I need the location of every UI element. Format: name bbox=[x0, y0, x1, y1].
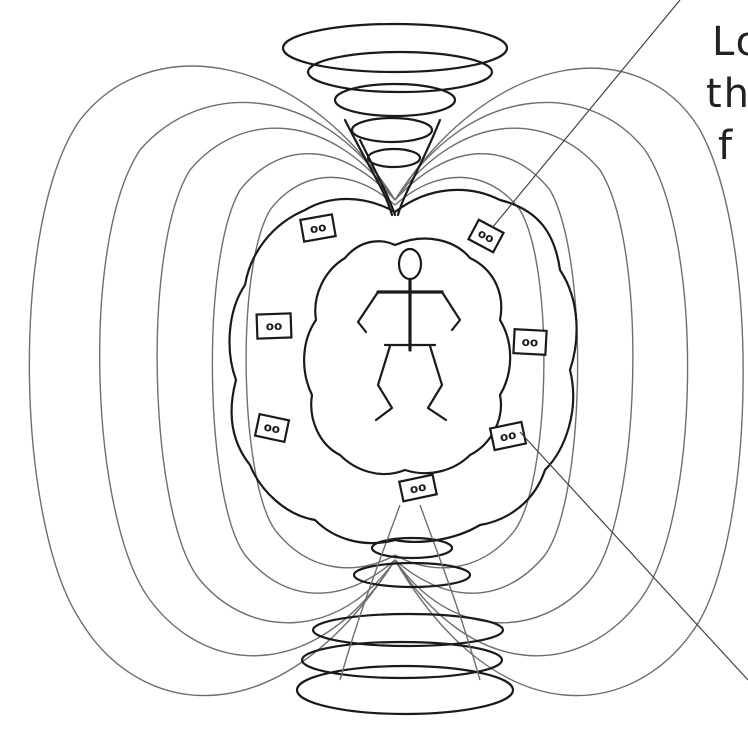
top-coil bbox=[283, 24, 507, 215]
annotation-line-3: f bbox=[718, 122, 734, 170]
leader-line-bottom bbox=[520, 432, 748, 680]
figure-right-arm bbox=[442, 292, 460, 330]
figure-left-arm bbox=[358, 292, 378, 332]
device-label: oo bbox=[521, 335, 538, 350]
top-coil-ring-5 bbox=[368, 149, 420, 167]
top-coil-ring-1 bbox=[283, 24, 507, 72]
field-line-right-4 bbox=[395, 154, 578, 593]
stick-figure bbox=[358, 249, 460, 420]
annotation-line-2: th bbox=[706, 70, 748, 118]
bottom-coil bbox=[297, 505, 513, 714]
inner-ring bbox=[304, 239, 510, 474]
device-right: oo bbox=[513, 329, 546, 355]
device-top-right: oo bbox=[468, 220, 503, 253]
device-top-left: oo bbox=[300, 214, 335, 241]
field-line-right-1 bbox=[395, 68, 743, 695]
field-line-right-2 bbox=[395, 103, 688, 656]
bottom-coil-ring-5 bbox=[297, 666, 513, 714]
device-left: oo bbox=[257, 313, 292, 338]
figure-left-leg bbox=[376, 346, 392, 420]
leader-line-top bbox=[492, 0, 680, 228]
field-lines-left bbox=[29, 66, 395, 695]
figure-head bbox=[399, 249, 421, 279]
annotation-line-1: Lo bbox=[712, 18, 748, 66]
device-label: oo bbox=[266, 319, 283, 334]
field-lines-right bbox=[395, 68, 743, 695]
top-coil-ring-4 bbox=[352, 118, 432, 142]
top-coil-ring-3 bbox=[335, 84, 455, 116]
bottom-funnel-left bbox=[340, 505, 400, 680]
field-line-left-2 bbox=[100, 103, 395, 656]
device-lower-left: oo bbox=[255, 414, 289, 442]
figure-right-leg bbox=[428, 346, 446, 420]
device-bottom: oo bbox=[399, 475, 436, 502]
device-label: oo bbox=[309, 220, 328, 237]
